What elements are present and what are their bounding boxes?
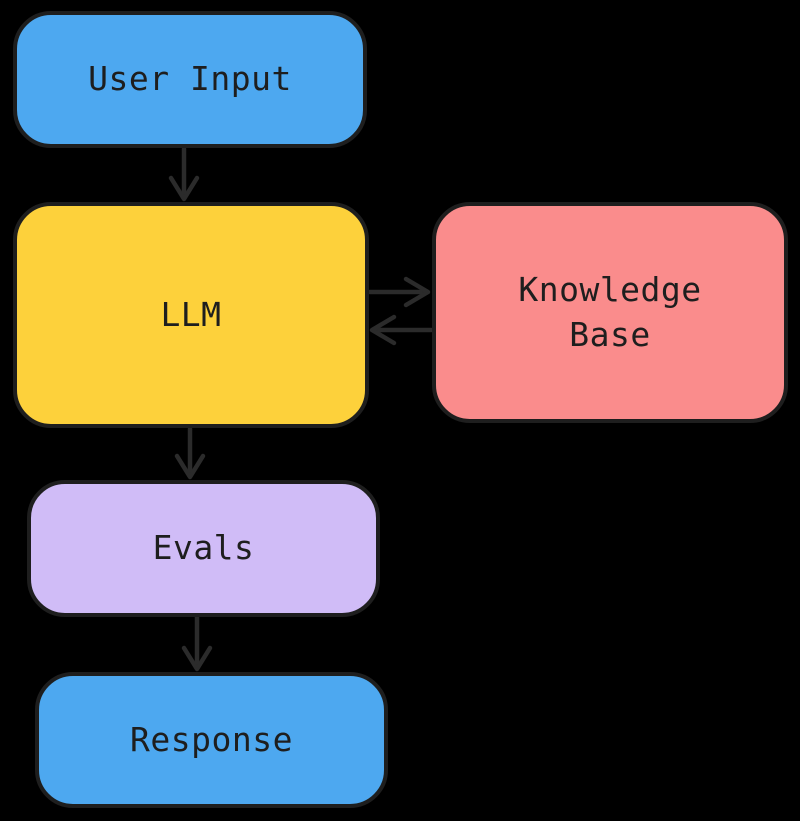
node-evals[interactable]: Evals — [27, 480, 380, 617]
node-evals-label: Evals — [152, 528, 255, 568]
arrow-evals-to-response — [181, 614, 213, 672]
arrow-user-input-to-llm — [168, 146, 200, 202]
arrow-llm-to-knowledge-base — [367, 276, 431, 308]
node-response-label: Response — [130, 719, 293, 759]
node-knowledge-base-label: Knowledge Base — [518, 269, 702, 354]
node-knowledge-base[interactable]: Knowledge Base — [432, 202, 788, 423]
node-response[interactable]: Response — [35, 672, 388, 808]
arrow-llm-to-evals — [174, 426, 206, 480]
node-llm-label: LLM — [160, 294, 222, 334]
node-user-input-label: User Input — [88, 59, 292, 99]
node-user-input[interactable]: User Input — [13, 11, 367, 148]
arrow-knowledge-base-to-llm — [369, 314, 434, 346]
node-llm[interactable]: LLM — [13, 202, 369, 428]
